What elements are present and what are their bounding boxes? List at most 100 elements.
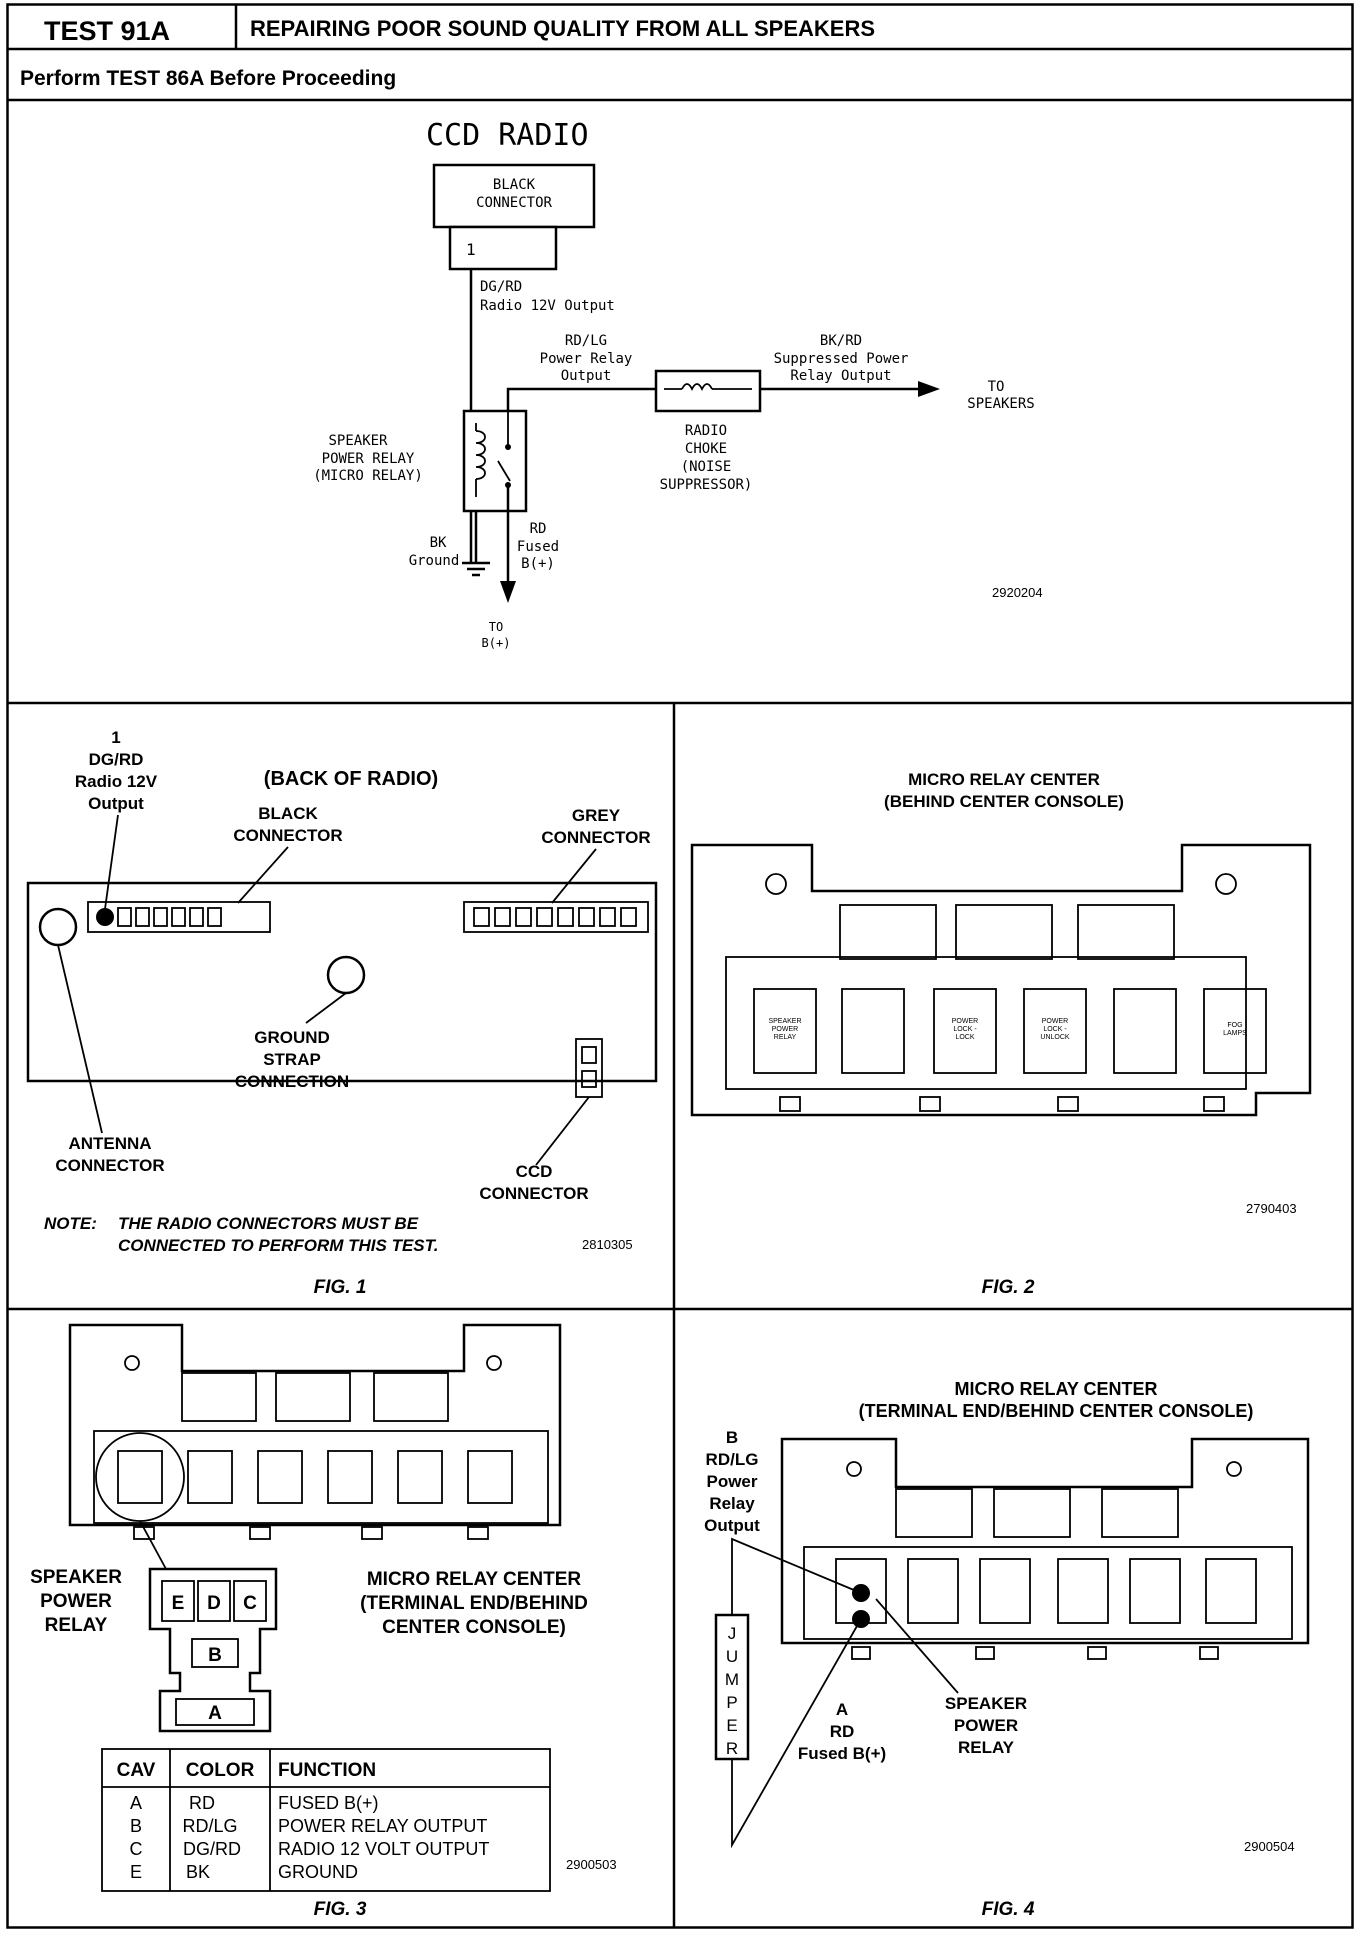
fig2-relay-slots (753, 988, 1267, 1074)
fig3-mrc-2: (TERMINAL END/BEHIND (360, 1593, 588, 1614)
fig4-title-2: (TERMINAL END/BEHIND CENTER CONSOLE) (859, 1401, 1254, 1421)
jumper-letter: E (726, 1716, 737, 1735)
fig3-cav-c: C (243, 1593, 257, 1614)
black-connector-label-2: CONNECTOR (476, 195, 552, 211)
fig1-note-2: CONNECTED TO PERFORM THIS TEST. (118, 1236, 439, 1255)
fig1-black-1: BLACK (258, 804, 318, 823)
fig2-relay4-c: UNLOCK (1040, 1034, 1070, 1041)
wire-dgrd-color: DG/RD (480, 279, 522, 295)
wire-rdlg-color: RD/LG (565, 333, 607, 349)
fig4-b-3: Power (706, 1472, 757, 1491)
fig1-back-of-radio: 1 DG/RD Radio 12V Output (BACK OF RADIO)… (26, 728, 658, 1298)
table-row-color: DG/RD (183, 1839, 241, 1859)
fig4-b-5: Output (704, 1516, 760, 1535)
fig2-relay3-a: POWER (952, 1018, 978, 1025)
relay-label-2: POWER RELAY (322, 451, 415, 467)
fig2-relay6-b: LAMPS (1223, 1030, 1247, 1037)
fused-label-2: Fused (517, 539, 559, 555)
fig1-note-1: THE RADIO CONNECTORS MUST BE (118, 1214, 419, 1233)
radio-choke-box (654, 369, 762, 413)
fig2-title-1: MICRO RELAY CENTER (908, 770, 1100, 789)
fig1-pin-2: DG/RD (89, 750, 144, 769)
fig3-caption: FIG. 3 (314, 1899, 367, 1920)
fig4-a-3: Fused B(+) (798, 1744, 886, 1763)
table-header-cav: CAV (117, 1760, 156, 1781)
table-row-function: RADIO 12 VOLT OUTPUT (278, 1839, 489, 1859)
black-connector-label-1: BLACK (493, 177, 536, 193)
jumper-wire (714, 1613, 750, 1761)
fig1-ccd-1: CCD (516, 1162, 553, 1181)
jumper-letter: R (726, 1739, 738, 1758)
fig2-relay3-c: LOCK (955, 1034, 974, 1041)
fig4-ref: 2900504 (1244, 1839, 1295, 1854)
table-row-cav: A (130, 1793, 142, 1813)
wire-bkrd-label-2: Relay Output (790, 368, 891, 384)
cavity-table (101, 1748, 551, 1892)
wire-rdlg-label-2: Output (561, 368, 612, 384)
fig1-ccd-2: CONNECTOR (479, 1184, 588, 1203)
prerequisite-note: Perform TEST 86A Before Proceeding (20, 67, 396, 90)
fig3-spr-3: RELAY (45, 1615, 108, 1636)
table-header-color: COLOR (186, 1760, 255, 1781)
fused-label-3: B(+) (521, 556, 555, 572)
table-row-color: BK (186, 1862, 210, 1882)
fig4-spr-1: SPEAKER (945, 1694, 1027, 1713)
fig3-spr-1: SPEAKER (30, 1567, 122, 1588)
fig2-relay4-b: LOCK - (1043, 1026, 1067, 1033)
fig3-cav-e: E (172, 1593, 185, 1614)
fig1-pin-3: Radio 12V (75, 772, 158, 791)
fig1-caption: FIG. 1 (314, 1277, 367, 1298)
choke-label-1: RADIO (685, 423, 727, 439)
fig2-ref: 2790403 (1246, 1201, 1297, 1216)
fig4-a-1: A (836, 1700, 848, 1719)
fig2-caption: FIG. 2 (982, 1277, 1035, 1298)
to-speakers-1: TO (988, 379, 1005, 395)
fig1-pin-4: Output (88, 794, 144, 813)
fig1-ant-2: CONNECTOR (55, 1156, 164, 1175)
to-speakers-2: SPEAKERS (967, 396, 1034, 412)
fig4-b-4: Relay (709, 1494, 755, 1513)
fig2-micro-relay-center: MICRO RELAY CENTER (BEHIND CENTER CONSOL… (690, 770, 1312, 1298)
fig2-relay6-a: FOG (1227, 1022, 1242, 1029)
fig4-spr-3: RELAY (958, 1738, 1015, 1757)
speaker-power-relay-box (462, 409, 528, 513)
fig3-spr-2: POWER (40, 1591, 112, 1612)
jumper-letter: U (726, 1647, 738, 1666)
fig3-cav-d: D (207, 1593, 221, 1614)
fig1-grey-2: CONNECTOR (541, 828, 650, 847)
service-manual-page: TEST 91A REPAIRING POOR SOUND QUALITY FR… (6, 3, 1354, 1929)
fig1-pin-1: 1 (111, 728, 120, 747)
wire-dgrd-label: Radio 12V Output (480, 298, 615, 314)
fig2-title-2: (BEHIND CENTER CONSOLE) (884, 792, 1124, 811)
jumper-letter: J (728, 1624, 737, 1643)
table-row-function: GROUND (278, 1862, 358, 1882)
choke-label-3: (NOISE (681, 459, 732, 475)
ground-label-1: BK (430, 535, 447, 551)
fig1-ant-1: ANTENNA (68, 1134, 151, 1153)
fig4-title-1: MICRO RELAY CENTER (954, 1379, 1157, 1399)
test-title: REPAIRING POOR SOUND QUALITY FROM ALL SP… (250, 16, 875, 41)
choke-label-4: SUPPRESSOR) (660, 477, 753, 493)
fig2-relay1-c: RELAY (774, 1034, 797, 1041)
fig4-jumper-test: MICRO RELAY CENTER (TERMINAL END/BEHIND … (704, 1379, 1310, 1920)
fig3-ref: 2900503 (566, 1857, 617, 1872)
fig1-back-of-radio: (BACK OF RADIO) (264, 768, 438, 790)
fig3-mrc-3: CENTER CONSOLE) (382, 1617, 566, 1638)
table-row-cav: B (130, 1816, 142, 1836)
table-row-cav: C (130, 1839, 143, 1859)
fig4-a-2: RD (830, 1722, 855, 1741)
table-row-function: FUSED B(+) (278, 1793, 379, 1813)
schematic-ref: 2920204 (992, 585, 1043, 600)
wire-rdlg-label-1: Power Relay (540, 351, 633, 367)
fig1-gnd-3: CONNECTION (235, 1072, 349, 1091)
fig1-grey-1: GREY (572, 806, 621, 825)
page-frame (6, 3, 1354, 1929)
pin-number: 1 (466, 240, 476, 259)
fig1-gnd-1: GROUND (254, 1028, 330, 1047)
ground-label-2: Ground (409, 553, 460, 569)
fig1-gnd-2: STRAP (263, 1050, 321, 1069)
fig1-ref: 2810305 (582, 1237, 633, 1252)
table-row-color: RD/LG (182, 1816, 237, 1836)
table-row-function: POWER RELAY OUTPUT (278, 1816, 487, 1836)
fig4-b-1: B (726, 1428, 738, 1447)
